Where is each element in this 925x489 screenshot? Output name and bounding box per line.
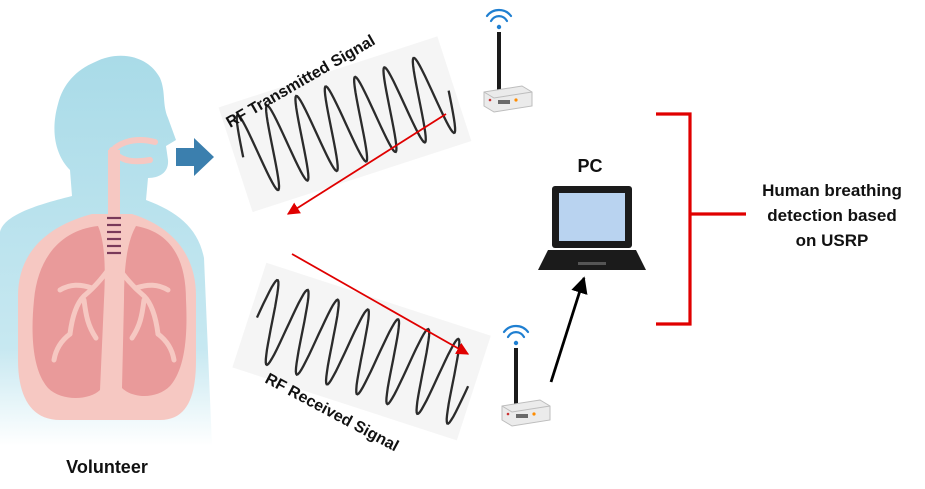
rx-signal-wave	[255, 278, 470, 425]
tx-antenna	[497, 32, 501, 90]
rx-device-body	[501, 399, 551, 427]
tx-signal-wave	[235, 56, 457, 192]
result-text: Human breathing detection based on USRP	[762, 181, 902, 250]
body-to-rx-arrow	[291, 253, 470, 355]
left-lung	[32, 226, 105, 398]
trachea-rings	[107, 216, 121, 255]
laptop-icon	[538, 186, 646, 270]
laptop-screen	[559, 193, 625, 241]
rx-signal-panel	[232, 262, 491, 441]
human-respiratory-system-icon	[0, 55, 212, 446]
wifi-signal-icon	[485, 8, 513, 30]
usrp-transmitter-icon	[483, 8, 533, 113]
usrp-receiver-icon	[501, 324, 551, 427]
rx-to-pc-arrow	[549, 276, 588, 383]
result-line-3: on USRP	[796, 231, 869, 250]
breath-arrow-icon	[176, 138, 214, 176]
bronchi	[51, 259, 177, 363]
laptop-base	[538, 250, 646, 270]
result-line-2: detection based	[767, 206, 896, 225]
tx-device-body	[483, 85, 533, 113]
pc-label: PC	[577, 156, 602, 176]
result-bracket	[656, 112, 746, 326]
volunteer-label: Volunteer	[66, 457, 148, 477]
rx-antenna	[514, 348, 518, 404]
tx-signal-panel	[218, 36, 472, 213]
result-line-1: Human breathing	[762, 181, 902, 200]
wifi-signal-icon	[502, 324, 530, 346]
tx-to-body-arrow	[286, 113, 447, 215]
